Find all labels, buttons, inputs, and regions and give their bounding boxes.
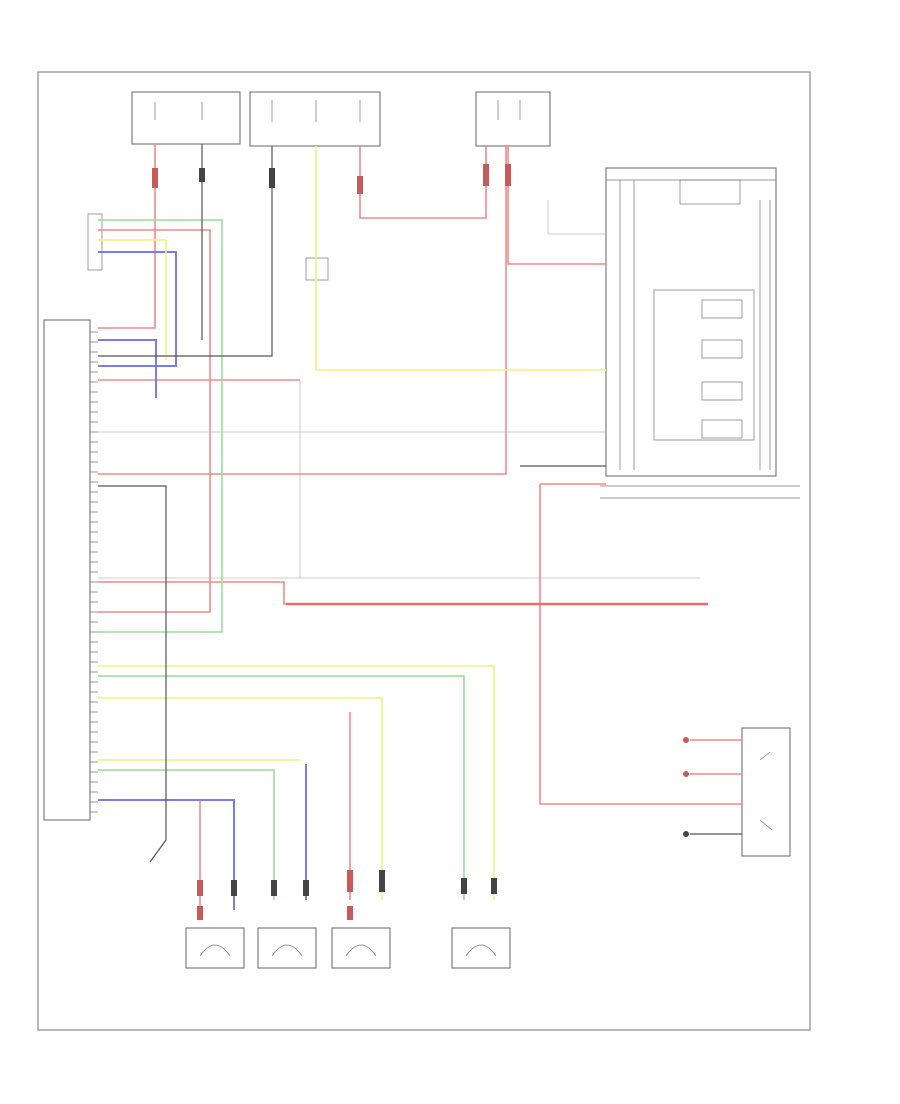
- fuse-box-3: [475, 91, 551, 147]
- black-wires: [98, 144, 742, 863]
- sensor-3: [331, 927, 391, 969]
- right-relay-5: [701, 419, 743, 439]
- sensor-2-symbol: [271, 944, 303, 957]
- upper-connector: [87, 213, 103, 271]
- faint-wires: [98, 200, 700, 579]
- fuse-box-2: [249, 91, 381, 147]
- fuse-box-1: [131, 91, 241, 145]
- sensor-4-symbol: [465, 944, 497, 957]
- sensor-1: [185, 927, 245, 969]
- right-relay-4: [701, 381, 743, 401]
- right-module: [605, 167, 777, 477]
- connector-marks: [152, 164, 689, 920]
- sensor-group: [185, 927, 511, 969]
- middle-component: [305, 257, 329, 281]
- right-inner-box: [653, 289, 755, 441]
- sensor-1-symbol: [199, 944, 231, 957]
- fuse-lines: [154, 100, 521, 122]
- right-relay-1: [679, 179, 741, 205]
- switch-contacts: [759, 751, 773, 831]
- yellow-wires: [98, 146, 606, 900]
- red-wires: [98, 144, 742, 910]
- sensor-3-symbol: [345, 944, 377, 957]
- sensor-4: [451, 927, 511, 969]
- module-pin-stubs: [90, 331, 98, 813]
- diagram-frame: [37, 71, 811, 1031]
- sensor-2: [257, 927, 317, 969]
- right-relay-2: [701, 299, 743, 319]
- blue-wires: [98, 251, 307, 910]
- control-module: [43, 319, 91, 821]
- green-wires: [98, 219, 465, 900]
- right-module-lines: [600, 179, 800, 499]
- lower-right-switch: [741, 727, 791, 857]
- right-relay-3: [701, 339, 743, 359]
